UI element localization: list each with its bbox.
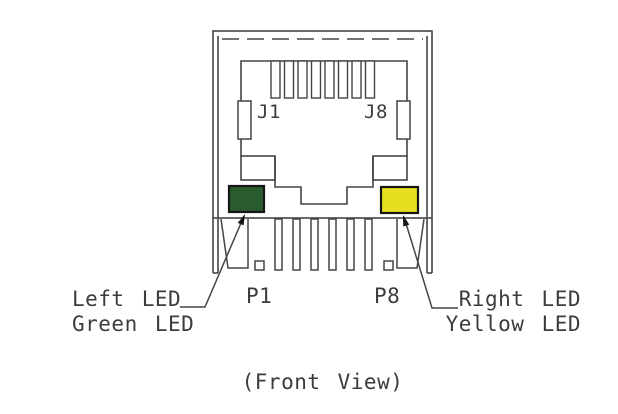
opening-left-step [240, 155, 276, 181]
right-leader-line [403, 216, 458, 309]
left-led-callout-line1: Left LED [72, 287, 182, 311]
contact-label-j1: J1 [257, 101, 281, 123]
yellow-led [379, 185, 420, 215]
left-arrowhead [237, 214, 245, 226]
latch-window-left [237, 100, 252, 140]
foot-left [254, 260, 265, 271]
pin-label-p1: P1 [246, 284, 273, 308]
left-led-callout: Left LED Green LED [72, 287, 194, 337]
contact-pins [270, 60, 376, 99]
latch-windows [237, 100, 411, 140]
mounting-legs [220, 218, 425, 271]
latch-keyway-profile [274, 156, 374, 205]
foot-right [383, 260, 394, 271]
right-led-callout-line1: Right LED [458, 287, 581, 311]
leader-lines [180, 214, 458, 309]
right-arrowhead [403, 215, 410, 227]
green-led [227, 184, 266, 214]
opening-right-step [372, 155, 408, 181]
latch-window-right [396, 100, 411, 140]
left-led-callout-line2: Green LED [72, 312, 195, 336]
left-leader-line [180, 215, 245, 308]
front-view-caption: (Front View) [241, 370, 404, 394]
pin-label-p8: P8 [374, 284, 401, 308]
right-led-callout-line2: Yellow LED [445, 312, 581, 336]
right-led-callout: Right LED Yellow LED [440, 287, 581, 337]
shield-leg-right [396, 218, 425, 269]
contact-label-j8: J8 [364, 101, 388, 123]
